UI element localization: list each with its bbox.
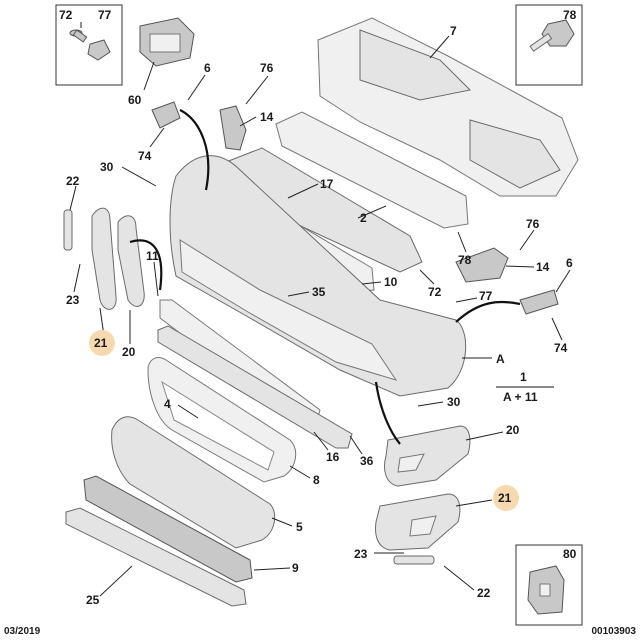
callout-11: 11 [146, 249, 159, 263]
highlight-bubble-21-right [493, 485, 519, 511]
callout-74-top: 74 [138, 149, 152, 163]
callout-21-left: 21 [94, 336, 108, 350]
callout-30-top: 30 [100, 160, 114, 174]
callout-9: 9 [292, 561, 299, 575]
callout-36: 36 [360, 454, 374, 468]
lower-grille-part-9 [83, 475, 253, 583]
callout-20-left: 20 [122, 345, 136, 359]
bumper-beam-part-2 [275, 111, 469, 229]
callout-14-top: 14 [260, 110, 274, 124]
bracket-part-14-left [219, 105, 247, 151]
bracket-part-6-right [519, 289, 559, 315]
bezel-part-21-right [375, 493, 461, 551]
footer-reference: 00103903 [592, 626, 637, 637]
wiring-cable-right [455, 300, 521, 323]
bezel-part-20-left [117, 215, 145, 307]
radiator-cross-member-part-7 [317, 17, 579, 197]
callout-80: 80 [563, 547, 577, 561]
callout-14-right: 14 [536, 260, 550, 274]
callout-21-right: 21 [498, 491, 512, 505]
callout-10: 10 [384, 275, 398, 289]
callout-16: 16 [326, 450, 340, 464]
callout-A-plus-11: A + 11 [503, 390, 538, 404]
inset-box-72-77 [55, 4, 123, 86]
callout-7: 7 [450, 24, 457, 38]
callout-A: A [496, 352, 505, 366]
strip-part-36 [157, 325, 353, 449]
callout-78-inset: 78 [563, 8, 577, 22]
callout-78-right: 78 [458, 253, 472, 267]
inset-box-78 [515, 4, 583, 86]
bracket-part-14-right [455, 247, 509, 283]
highlight-bubble-21-left [89, 330, 115, 356]
callout-4: 4 [164, 397, 171, 411]
strip-part-22-right [393, 555, 435, 565]
callout-72-right: 72 [428, 285, 442, 299]
inset-box-80 [515, 544, 583, 626]
callout-74-right: 74 [554, 341, 568, 355]
callout-76-right: 76 [526, 217, 540, 231]
callout-22-left: 22 [66, 174, 80, 188]
footer-date: 03/2019 [4, 626, 41, 637]
leader-lines [69, 22, 571, 597]
callout-8: 8 [313, 473, 320, 487]
bracket-part-6-top [151, 101, 181, 129]
grille-frame-part-8 [147, 357, 297, 483]
callout-23-right: 23 [354, 547, 368, 561]
callout-20-right: 20 [506, 423, 520, 437]
callout-1: 1 [520, 370, 527, 384]
spoiler-part-25 [65, 507, 247, 607]
bezel-part-20-right [384, 425, 471, 487]
bumper-cover-part-A [169, 155, 467, 397]
callout-5: 5 [296, 520, 303, 534]
wiring-cable-lower [374, 381, 401, 445]
callout-22-right: 22 [477, 586, 491, 600]
strip-part-22-left [63, 209, 73, 251]
callout-6-right: 6 [566, 256, 573, 270]
callout-25: 25 [86, 593, 100, 607]
callout-76-top: 76 [260, 61, 274, 75]
callout-77: 77 [98, 8, 112, 22]
callout-60: 60 [128, 93, 142, 107]
clip-part-60 [139, 17, 195, 67]
bezel-part-21-left [91, 207, 117, 310]
callout-6-top: 6 [204, 61, 211, 75]
callout-72: 72 [59, 8, 73, 22]
callout-77-right: 77 [479, 289, 493, 303]
callout-17: 17 [320, 177, 334, 191]
callout-2: 2 [360, 211, 367, 225]
callout-30-right: 30 [447, 395, 461, 409]
callout-23-left: 23 [66, 293, 80, 307]
wiring-cable-left [129, 239, 163, 291]
wiring-cable-top [179, 109, 210, 191]
callout-35: 35 [312, 285, 326, 299]
grille-part-5 [111, 416, 276, 549]
